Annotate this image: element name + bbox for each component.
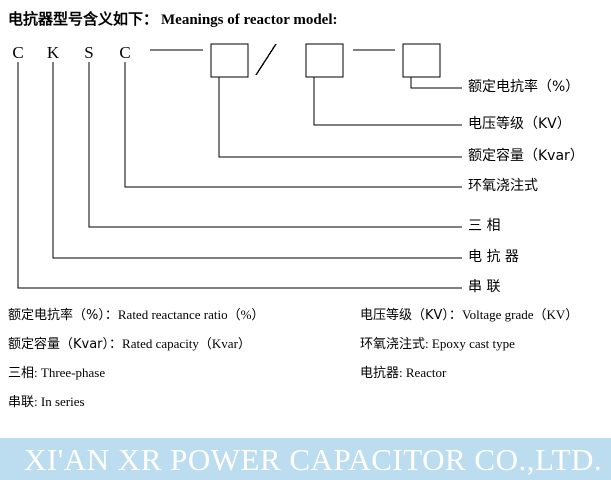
legend-separator: : [34,394,41,409]
legend-term-cn: 额定电抗率（%） [8,308,105,323]
legend-item-rated-reactance-ratio: 额定电抗率（%）：Rated reactance ratio（%） [8,308,264,322]
legend-separator: : [399,365,406,380]
leader-line-reactor [52,62,462,259]
label-epoxy-cast-type: 环氧浇注式 [468,178,538,194]
legend-term-en: Rated reactance ratio（%） [117,307,265,322]
label-in-series: 串 联 [468,279,501,295]
label-voltage-grade: 电压等级（KV） [468,116,571,132]
legend-item-three-phase: 三相: Three-phase [8,366,105,380]
label-rated-reactance-ratio: 额定电抗率（%） [468,79,580,95]
legend-item-in-series: 串联: In series [8,395,85,409]
legend-term-en: Three-phase [40,365,106,380]
leader-line-in-series [17,62,462,289]
diagram-svg [17,43,462,289]
capacity-box[interactable] [210,43,249,78]
leader-line-rated-capacity [218,77,462,158]
label-three-phase: 三 相 [468,218,501,234]
leader-line-reactance-ratio [410,77,462,89]
legend-term-en: Rated capacity（Kvar） [122,336,251,351]
model-letter-c-1: C [12,43,24,62]
page-title-chinese: 电抗器型号含义如下： [8,10,159,28]
legend-item-rated-capacity: 额定容量（Kvar）：Rated capacity（Kvar） [8,337,251,351]
reactor-model-diagram: C K S C 额定电抗率（%） 电压等级（KV） 额定容量（Kvar） 环氧浇… [12,43,584,295]
legend-item-epoxy-cast-type: 环氧浇注式: Epoxy cast type [360,337,515,351]
model-letter-c-2: C [119,43,131,62]
page-title-english: Meanings of reactor model: [161,12,338,28]
company-name: XI'AN XR POWER CAPACITOR CO.,LTD. [24,442,603,477]
legend-term-cn: 额定容量（Kvar） [8,337,110,352]
footer-banner: XI'AN XR POWER CAPACITOR CO.,LTD. [0,438,611,480]
voltage-box[interactable] [305,43,344,78]
legend-item-reactor: 电抗器: Reactor [360,366,446,380]
legend-term-cn: 电压等级（KV） [360,308,449,323]
legend-term-cn: 串联 [8,395,35,410]
legend-separator: ： [448,308,462,323]
legend-separator: : [34,365,41,380]
leader-line-epoxy-cast [124,62,462,188]
legend-term-cn: 环氧浇注式 [360,337,426,352]
legend-term-en: Reactor [405,365,447,380]
legend-term-en: In series [40,394,85,409]
legend-term-en: Voltage grade（KV） [461,307,579,322]
page-title: 电抗器型号含义如下：Meanings of reactor model: [8,8,338,29]
legend-term-cn: 电抗器 [360,366,400,381]
slash-separator [255,43,277,76]
reactance-box[interactable] [402,43,441,78]
legend-block: 额定电抗率（%）：Rated reactance ratio（%） 额定容量（K… [0,304,611,430]
model-letter-k: K [46,43,60,62]
legend-term-en: Epoxy cast type [431,336,515,351]
legend-item-voltage-grade: 电压等级（KV）：Voltage grade（KV） [360,308,578,322]
label-reactor: 电 抗 器 [468,249,519,265]
leader-line-voltage-grade [313,77,462,126]
legend-term-cn: 三相 [8,366,35,381]
leader-line-three-phase [88,62,462,228]
legend-separator: ： [104,308,118,323]
model-letter-s: S [84,43,94,62]
legend-separator: : [425,336,432,351]
label-rated-capacity: 额定容量（Kvar） [468,148,584,164]
legend-separator: ： [109,337,123,352]
